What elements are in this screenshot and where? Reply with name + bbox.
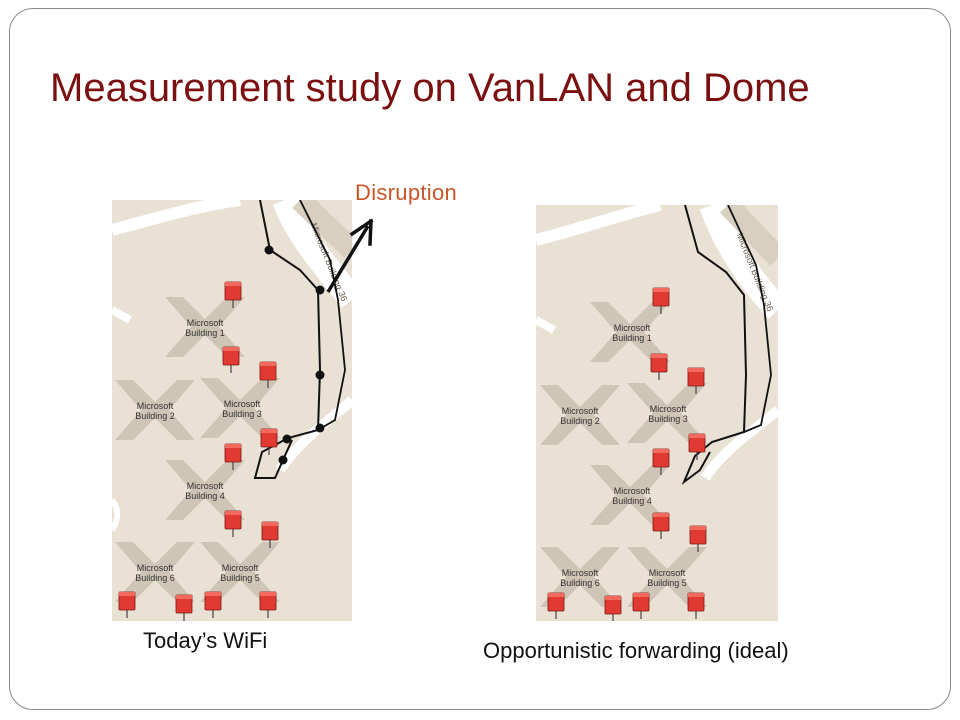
disruption-arrow <box>326 218 374 293</box>
caption-todays-wifi: Today’s WiFi <box>143 628 268 653</box>
building-label: Building 2 <box>135 411 175 421</box>
map-right-content: Microsoft Building 36 Microsoft Building… <box>536 205 778 621</box>
building-label: Microsoft <box>614 323 651 333</box>
route-dot <box>315 423 325 433</box>
route-dot <box>278 455 288 465</box>
building-label: Microsoft <box>562 406 599 416</box>
building-label: Building 5 <box>220 573 260 583</box>
building-label: Building 6 <box>560 578 600 588</box>
building-label: Building 3 <box>222 409 262 419</box>
building-label: Microsoft <box>187 318 224 328</box>
route-path-left <box>253 200 322 479</box>
route-dot <box>315 285 325 295</box>
building-label: Microsoft <box>562 568 599 578</box>
building-label: Building 6 <box>135 573 175 583</box>
building-label: Building 4 <box>185 491 225 501</box>
building-label: Microsoft <box>137 401 174 411</box>
building-label: Microsoft <box>649 568 686 578</box>
building-label: Building 1 <box>185 328 225 338</box>
building-label: Microsoft <box>137 563 174 573</box>
caption-opportunistic-forwarding: Opportunistic forwarding (ideal) <box>483 638 789 663</box>
building-label: Microsoft <box>224 399 261 409</box>
building-label: Microsoft <box>650 404 687 414</box>
slide-title: Measurement study on VanLAN and Dome <box>50 66 810 110</box>
building-label: Building 1 <box>612 333 652 343</box>
disruption-label: Disruption <box>355 180 458 205</box>
building-label: Building 2 <box>560 416 600 426</box>
route-dot <box>315 370 325 380</box>
map-left-content: Microsoft Building 36 Microsoft Building… <box>112 200 352 621</box>
building-label: Microsoft <box>222 563 259 573</box>
building-label: Building 4 <box>612 496 652 506</box>
building-label: Microsoft <box>187 481 224 491</box>
building-label: Microsoft <box>614 486 651 496</box>
building-label: Building 3 <box>648 414 688 424</box>
route-dot <box>282 434 292 444</box>
route-dot <box>264 245 274 255</box>
building-label: Building 5 <box>647 578 687 588</box>
